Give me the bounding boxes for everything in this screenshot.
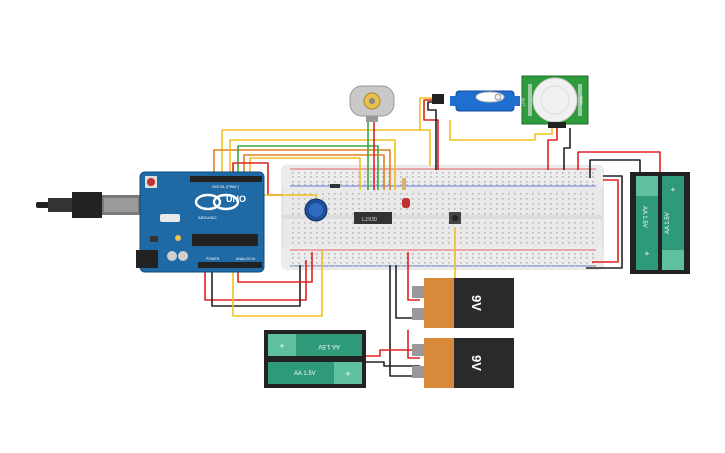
wire-black-aa-right-b bbox=[586, 175, 623, 269]
capacitor-2 bbox=[178, 251, 188, 261]
wire-red-aa-bot bbox=[366, 349, 420, 357]
potentiometer[interactable] bbox=[304, 198, 328, 222]
wire-black-gnd bbox=[211, 258, 301, 307]
wire-green-1 bbox=[237, 145, 379, 190]
battery-9v-top-label: 9V bbox=[469, 295, 484, 311]
capacitor[interactable] bbox=[402, 198, 410, 208]
pir-pins bbox=[548, 122, 566, 128]
battery-9v-top[interactable]: 9V bbox=[412, 278, 514, 328]
servo-motor[interactable] bbox=[432, 90, 520, 112]
arduino-brand: UNO bbox=[226, 194, 246, 204]
dc-motor[interactable] bbox=[349, 85, 395, 122]
arduino-uno[interactable]: UNO ARDUINO DIGITAL (PWM~) POWER ANALOG … bbox=[136, 171, 265, 273]
arduino-logo bbox=[194, 193, 222, 211]
wire-yellow-3 bbox=[249, 157, 361, 190]
wires bbox=[204, 97, 661, 377]
power-analog-header bbox=[198, 262, 262, 268]
wire-red-9v-bot bbox=[407, 330, 420, 359]
battery-9v-bottom[interactable]: 9V bbox=[412, 338, 514, 388]
wire-black-aa-bot bbox=[366, 361, 420, 367]
wire-red-aa-right-b bbox=[592, 179, 619, 263]
diode[interactable] bbox=[330, 184, 340, 188]
wire-black-servo bbox=[427, 101, 437, 170]
pir-sensor[interactable]: OUT GND bbox=[521, 75, 589, 128]
analog-label: ANALOG IN bbox=[236, 257, 256, 261]
aa-bottom-plus-1: + bbox=[279, 341, 284, 351]
wire-yellow-a0 bbox=[232, 250, 323, 317]
aa-right-plus-2: + bbox=[671, 185, 676, 194]
aa-battery-pack-bottom[interactable]: + + AA 1.5V AA 1.5V bbox=[264, 330, 366, 388]
pir-label-right: GND bbox=[579, 96, 584, 105]
wire-red-aa-right bbox=[577, 151, 661, 172]
on-led bbox=[175, 235, 181, 241]
l293d-label: L293D bbox=[362, 217, 377, 223]
digital-label: DIGITAL (PWM~) bbox=[212, 185, 239, 189]
power-label: POWER bbox=[206, 257, 220, 261]
aa-bottom-cell-2: AA 1.5V bbox=[294, 371, 316, 377]
wire-red-servo bbox=[423, 99, 439, 170]
power-jack bbox=[136, 250, 158, 268]
wire-yellow-1 bbox=[221, 129, 431, 178]
breadboard[interactable] bbox=[281, 165, 604, 270]
wire-yellow-servo bbox=[419, 97, 434, 130]
wire-yellow-2 bbox=[229, 139, 396, 190]
pir-label-left: OUT bbox=[521, 98, 526, 107]
battery-9v-bottom-label: 9V bbox=[469, 355, 484, 371]
aa-bottom-cell-1: AA 1.5V bbox=[318, 343, 340, 349]
resistor[interactable] bbox=[402, 178, 406, 190]
crystal bbox=[160, 214, 180, 222]
usb-cable[interactable] bbox=[36, 192, 140, 218]
wire-orange-1 bbox=[213, 149, 391, 190]
aa-bottom-plus-2: + bbox=[345, 369, 350, 379]
arduino-sub: ARDUINO bbox=[198, 215, 216, 220]
capacitor-1 bbox=[167, 251, 177, 261]
wire-yellow-pir bbox=[449, 120, 553, 141]
wire-black-9v-bot bbox=[389, 265, 420, 377]
servo-connector bbox=[432, 94, 444, 104]
aa-right-cell-1: AA 1.5V bbox=[641, 206, 647, 228]
wire-black-aa-right bbox=[589, 159, 641, 178]
wire-orange-2 bbox=[243, 154, 385, 190]
aa-right-plus: + bbox=[645, 249, 650, 258]
wire-black-pir bbox=[563, 128, 571, 170]
l293d-chip[interactable]: L293D bbox=[354, 212, 392, 224]
pushbutton[interactable] bbox=[449, 212, 461, 224]
wire-red-pir bbox=[547, 128, 558, 170]
aa-right-cell-2: AA 1.5V bbox=[665, 212, 671, 234]
aa-battery-pack-right[interactable]: + + AA 1.5V AA 1.5V bbox=[630, 172, 690, 274]
wire-red-9v-top bbox=[407, 252, 420, 301]
atmega-chip bbox=[192, 234, 258, 246]
digital-header bbox=[190, 176, 262, 182]
wire-red-5v bbox=[204, 258, 307, 301]
